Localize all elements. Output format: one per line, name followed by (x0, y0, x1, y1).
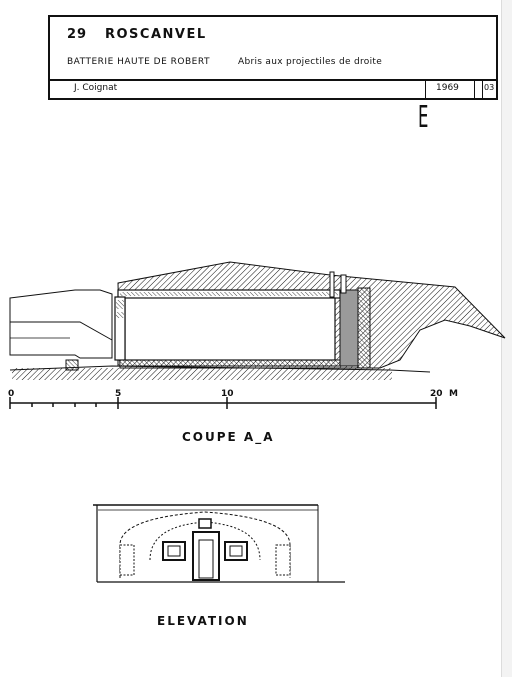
scale-bar (9, 397, 437, 409)
divider (474, 79, 475, 98)
elevation-caption: ELEVATION (157, 614, 249, 628)
front-wall (114, 296, 126, 361)
buttress (275, 544, 291, 576)
roof-hatch (120, 292, 338, 296)
sheet-edge (501, 0, 512, 677)
scale-label: 20 (430, 389, 443, 399)
rear-wall (357, 287, 371, 369)
ground-hatch (12, 368, 392, 380)
site-name: BATTERIE HAUTE DE ROBERT (67, 57, 210, 67)
commune-name: ROSCANVEL (105, 27, 207, 42)
title-block-header: 29 ROSCANVEL BATTERIE HAUTE DE ROBERT Ab… (50, 17, 496, 81)
divider (425, 79, 426, 98)
sheet-number: 03 (484, 83, 495, 92)
door-opening (198, 539, 214, 579)
vault-arch (119, 511, 291, 578)
scale-unit: M (449, 389, 458, 399)
author: J. Coignat (74, 83, 118, 93)
year: 1969 (436, 83, 459, 93)
department-number: 29 (67, 27, 88, 42)
front-wall-block (116, 312, 124, 318)
section-drawing (9, 261, 506, 380)
vent-shaft (329, 271, 335, 298)
title-block: 29 ROSCANVEL BATTERIE HAUTE DE ROBERT Ab… (48, 15, 498, 100)
window-right (229, 545, 243, 557)
buttress (119, 544, 135, 576)
rear-cavity (339, 289, 359, 367)
series-letter: E (418, 100, 429, 135)
floor-slab (117, 359, 341, 367)
scale-label: 10 (221, 389, 234, 399)
section-caption: COUPE A_A (182, 430, 275, 444)
approach-ramp (9, 289, 113, 359)
front-wall-block (116, 300, 124, 309)
divider (482, 79, 483, 98)
scale-label: 5 (115, 389, 122, 399)
keystone (198, 518, 212, 529)
window-left (167, 545, 181, 557)
vent-shaft (340, 274, 347, 294)
approach-ramp (10, 321, 113, 341)
scale-label: 0 (8, 389, 15, 399)
title-block-footer: J. Coignat 1969 03 (50, 79, 496, 98)
elevation-drawing (93, 504, 345, 583)
shelter-room (124, 296, 336, 361)
drawing-description: Abris aux projectiles de droite (238, 57, 383, 67)
